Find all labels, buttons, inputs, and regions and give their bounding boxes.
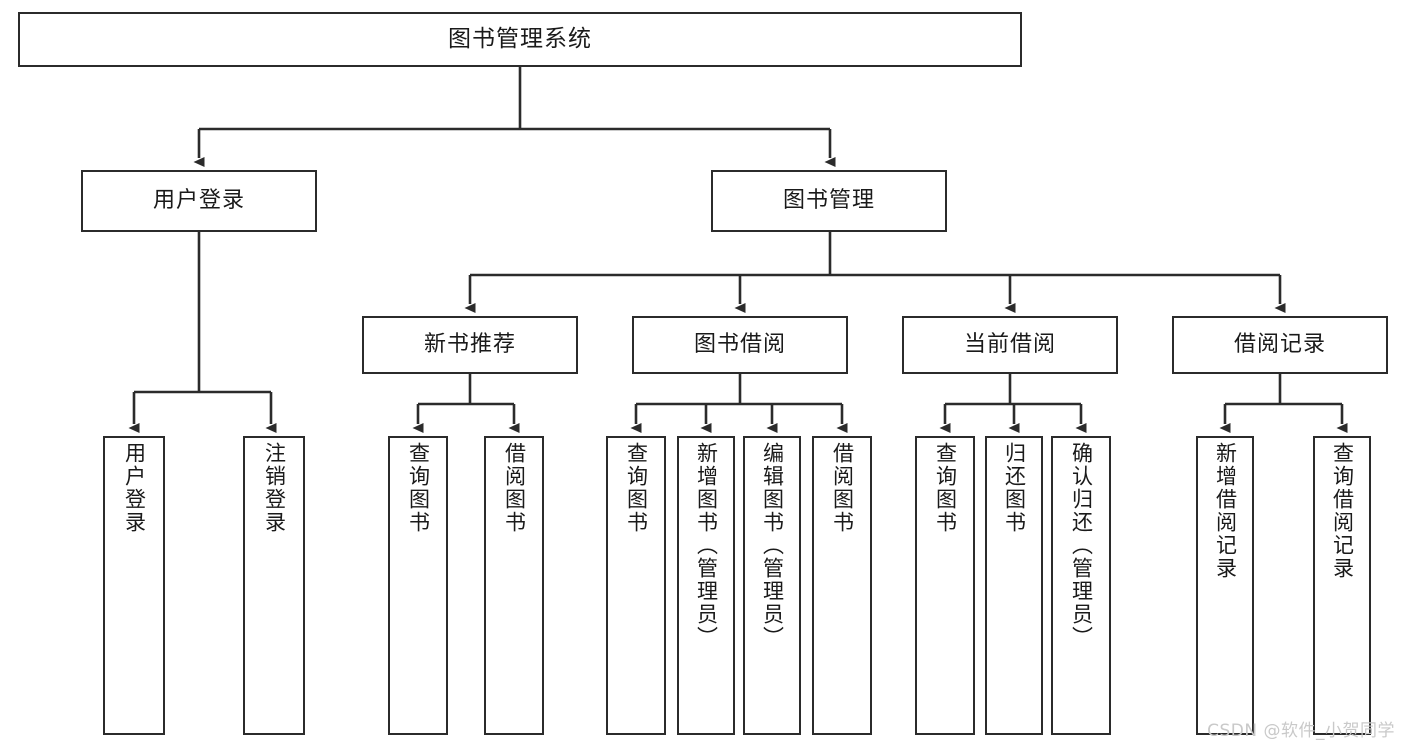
leaf-label: 查询图书 xyxy=(624,442,649,534)
leaf-label: 查询图书 xyxy=(406,442,431,534)
leaf-add-book[interactable]: 新增图书（管理员） xyxy=(677,436,735,735)
leaf-label: 确认归还（管理员） xyxy=(1069,442,1094,649)
node-book-management[interactable]: 图书管理 xyxy=(711,170,947,232)
leaf-label: 归还图书 xyxy=(1002,442,1027,534)
leaf-query-book-2[interactable]: 查询图书 xyxy=(606,436,666,735)
leaf-query-book-1[interactable]: 查询图书 xyxy=(388,436,448,735)
leaf-label: 注销登录 xyxy=(262,442,287,534)
leaf-add-record[interactable]: 新增借阅记录 xyxy=(1196,436,1254,735)
node-borrow-record[interactable]: 借阅记录 xyxy=(1172,316,1388,374)
leaf-label: 借阅图书 xyxy=(502,442,527,534)
leaf-query-book-3[interactable]: 查询图书 xyxy=(915,436,975,735)
node-new-book-recommend[interactable]: 新书推荐 xyxy=(362,316,578,374)
leaf-confirm-return[interactable]: 确认归还（管理员） xyxy=(1051,436,1111,735)
leaf-edit-book[interactable]: 编辑图书（管理员） xyxy=(743,436,801,735)
leaf-label: 新增图书（管理员） xyxy=(694,442,719,649)
node-book-borrow[interactable]: 图书借阅 xyxy=(632,316,848,374)
leaf-label: 查询图书 xyxy=(933,442,958,534)
node-current-borrow[interactable]: 当前借阅 xyxy=(902,316,1118,374)
leaf-label: 新增借阅记录 xyxy=(1213,442,1238,580)
leaf-return-book[interactable]: 归还图书 xyxy=(985,436,1043,735)
leaf-label: 查询借阅记录 xyxy=(1330,442,1355,580)
node-root[interactable]: 图书管理系统 xyxy=(18,12,1022,67)
leaf-query-record[interactable]: 查询借阅记录 xyxy=(1313,436,1371,735)
leaf-borrow-book-1[interactable]: 借阅图书 xyxy=(484,436,544,735)
leaf-label: 编辑图书（管理员） xyxy=(760,442,785,649)
leaf-label: 用户登录 xyxy=(122,442,147,534)
leaf-user-login[interactable]: 用户登录 xyxy=(103,436,165,735)
node-user-login[interactable]: 用户登录 xyxy=(81,170,317,232)
leaf-borrow-book-2[interactable]: 借阅图书 xyxy=(812,436,872,735)
leaf-label: 借阅图书 xyxy=(830,442,855,534)
leaf-user-logout[interactable]: 注销登录 xyxy=(243,436,305,735)
watermark: CSDN @软件_小贺同学 xyxy=(1207,721,1395,741)
